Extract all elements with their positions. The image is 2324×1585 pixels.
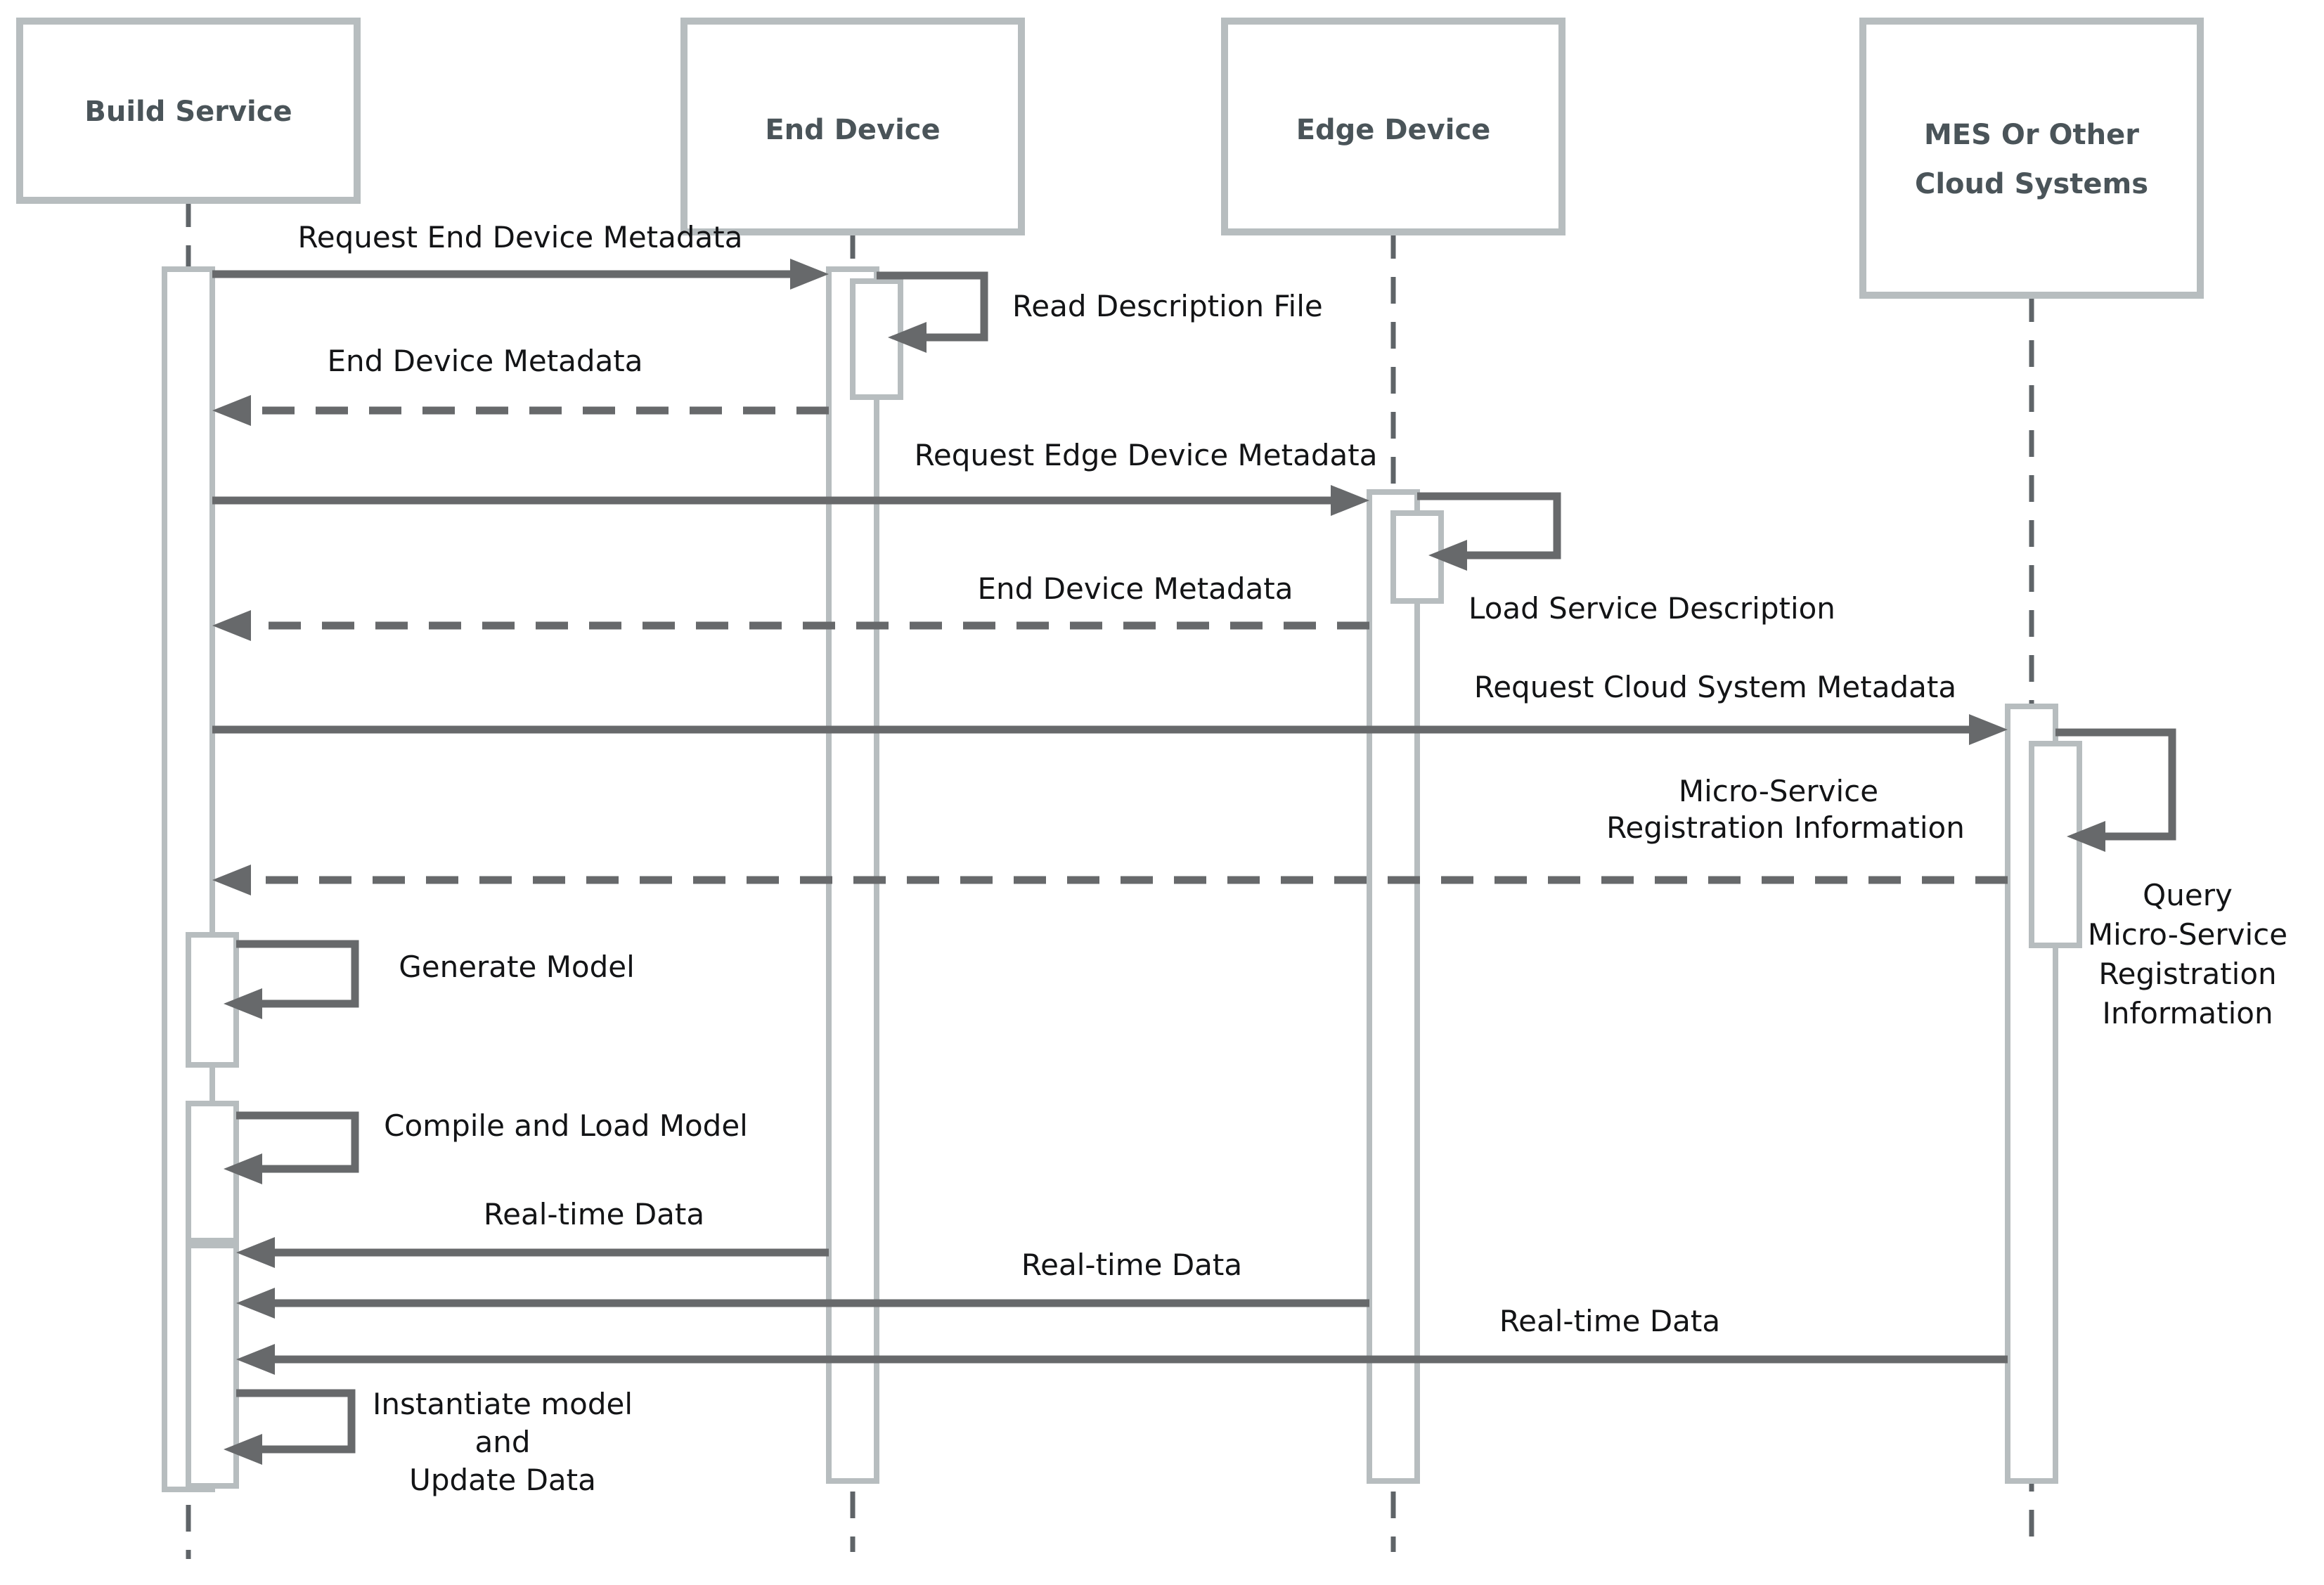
message-label-8-line2: Micro-Service (2088, 917, 2287, 952)
activation-bar-edge-outer (1367, 489, 1420, 1484)
actor-label-build-service: Build Service (84, 96, 292, 128)
actor-label-end-device: End Device (765, 114, 940, 146)
actor-box-edge-device (1221, 18, 1566, 235)
message-label-11: Compile and Load Model (384, 1108, 748, 1143)
message-label-4: Request Edge Device Metadata (915, 438, 1378, 472)
actor-label-mes-cloud-line1: MES Or Other (1924, 119, 2139, 151)
self-loop-line-8 (2055, 728, 2176, 841)
message-label-7: Request Cloud System Metadata (1474, 670, 1956, 704)
actor-box-build-service (16, 18, 361, 204)
actor-box-mes-cloud (1859, 18, 2204, 299)
message-13-real-time-data-edge: Real-time Data (236, 1248, 1369, 1319)
activation-bar-build-realtime (186, 1243, 239, 1489)
message-label-8-line4: Information (2102, 996, 2273, 1030)
message-label-8-line1: Query (2143, 878, 2233, 912)
actor-edge-device: Edge Device (1221, 18, 1566, 235)
message-3-end-device-metadata-return: End Device Metadata (212, 344, 829, 426)
message-label-10: Generate Model (399, 950, 635, 984)
self-loop-line-11 (236, 1111, 359, 1173)
message-arrowhead-13 (236, 1288, 275, 1319)
message-arrowhead-14 (236, 1344, 275, 1375)
message-arrowhead-12 (236, 1237, 275, 1268)
message-label-12: Real-time Data (484, 1197, 704, 1231)
message-10-generate-model: Generate Model (224, 940, 635, 1019)
message-7-request-cloud-system-metadata: Request Cloud System Metadata (212, 670, 2008, 745)
activation-bar-build-generate (186, 932, 239, 1068)
message-label-2: Read Description File (1012, 289, 1323, 323)
message-arrowhead-2 (888, 322, 927, 353)
actor-box-end-device (680, 18, 1025, 235)
actor-label-edge-device: Edge Device (1296, 114, 1491, 146)
message-14-real-time-data-mes: Real-time Data (236, 1304, 2008, 1375)
message-arrowhead-10 (224, 988, 262, 1019)
self-loop-line-5 (1417, 492, 1561, 559)
activation-bar-end-outer (826, 266, 879, 1484)
self-loop-line-10 (236, 940, 359, 1008)
message-arrowhead-5 (1428, 540, 1467, 571)
actor-label-mes-cloud-line2: Cloud Systems (1915, 168, 2148, 200)
message-arrowhead-3 (212, 395, 251, 426)
message-label-8-line3: Registration (2098, 957, 2276, 991)
message-1-request-end-device-metadata: Request End Device Metadata (212, 220, 829, 290)
message-8-query-micro-service-registration-information: Query Micro-Service Registration Informa… (2055, 728, 2287, 1030)
message-9-micro-service-registration-information-return: Micro-Service Registration Information (212, 774, 2008, 895)
message-6-end-device-metadata-return: End Device Metadata (212, 571, 1369, 641)
message-15-instantiate-model-and-update-data: Instantiate model and Update Data (224, 1387, 633, 1497)
message-arrowhead-6 (212, 610, 251, 641)
message-label-1: Request End Device Metadata (298, 220, 743, 254)
message-arrowhead-7 (1969, 714, 2008, 745)
self-loop-line-15 (236, 1389, 356, 1454)
message-11-compile-and-load-model: Compile and Load Model (224, 1108, 748, 1184)
actor-build-service: Build Service (16, 18, 361, 204)
message-label-9-line1: Micro-Service (1679, 774, 1878, 808)
message-arrowhead-4 (1331, 485, 1369, 516)
message-label-14: Real-time Data (1499, 1304, 1720, 1338)
message-label-13: Real-time Data (1021, 1248, 1242, 1282)
actor-end-device: End Device (680, 18, 1025, 235)
message-4-request-edge-device-metadata: Request Edge Device Metadata (212, 438, 1377, 516)
activation-bar-mes-inner (2029, 741, 2082, 948)
message-label-3: End Device Metadata (327, 344, 643, 378)
message-label-15-line1: Instantiate model (373, 1387, 633, 1421)
message-arrowhead-9 (212, 865, 251, 895)
message-label-5: Load Service Description (1468, 591, 1835, 626)
message-arrowhead-1 (790, 259, 829, 290)
actor-mes-cloud: MES Or Other Cloud Systems (1859, 18, 2204, 299)
message-12-real-time-data-end: Real-time Data (236, 1197, 829, 1268)
activation-bar-build-compile (186, 1101, 239, 1243)
message-arrowhead-8 (2067, 821, 2105, 852)
message-arrowhead-11 (224, 1153, 262, 1184)
message-label-9-line2: Registration Information (1606, 810, 1965, 845)
message-5-load-service-description: Load Service Description (1417, 492, 1835, 626)
message-label-6: End Device Metadata (977, 571, 1293, 606)
self-loop-line-2 (877, 271, 988, 342)
message-2-read-description-file: Read Description File (877, 271, 1323, 353)
message-arrowhead-15 (224, 1434, 262, 1465)
message-label-15-line2: and (475, 1425, 530, 1459)
message-label-15-line3: Update Data (409, 1463, 596, 1497)
